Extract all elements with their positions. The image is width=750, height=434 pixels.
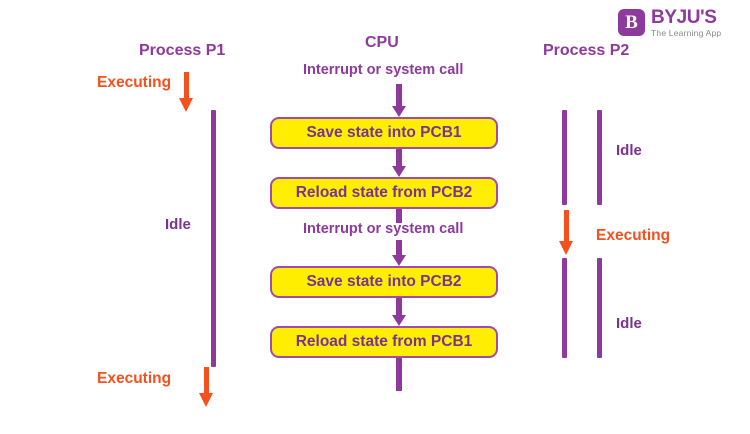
p1-state-executing-top: Executing [97,74,172,91]
flow-segment-below-box-4 [396,356,402,391]
interrupt-label-middle: Interrupt or system call [303,221,464,237]
process-p2-lifeline-left-lower [562,258,567,358]
byjus-logo-mark-icon: B [618,9,645,37]
p1-state-executing-bottom: Executing [97,370,172,387]
process-p2-lifeline-right-lower [597,258,602,358]
byjus-logo-wordmark: BYJU'S The Learning App [651,8,721,38]
pcb-box-reload-pcb1[interactable]: Reload state from PCB1 [270,326,498,358]
pcb-box-reload-pcb2[interactable]: Reload state from PCB2 [270,177,498,209]
p2-state-idle-top: Idle [616,142,642,159]
cpu-title: CPU [365,34,399,51]
p2-state-executing: Executing [596,227,671,244]
process-p2-lifeline-left-upper [562,110,567,205]
p2-state-idle-bottom: Idle [616,315,642,332]
byjus-logo: B BYJU'S The Learning App [618,8,721,38]
process-p1-title: Process P1 [139,42,226,59]
flow-segment-below-box-2 [396,207,402,223]
process-p2-title: Process P2 [543,42,630,59]
process-p1-lifeline [211,110,216,367]
p1-state-idle: Idle [165,216,191,233]
pcb-box-save-pcb1[interactable]: Save state into PCB1 [270,117,498,149]
byjus-logo-tagline: The Learning App [651,28,722,38]
pcb-box-save-pcb2[interactable]: Save state into PCB2 [270,266,498,298]
byjus-logo-letter: B [625,12,638,34]
process-p2-lifeline-right-upper [597,110,602,205]
interrupt-label-top: Interrupt or system call [303,62,464,78]
byjus-logo-name: BYJU'S [651,7,717,28]
